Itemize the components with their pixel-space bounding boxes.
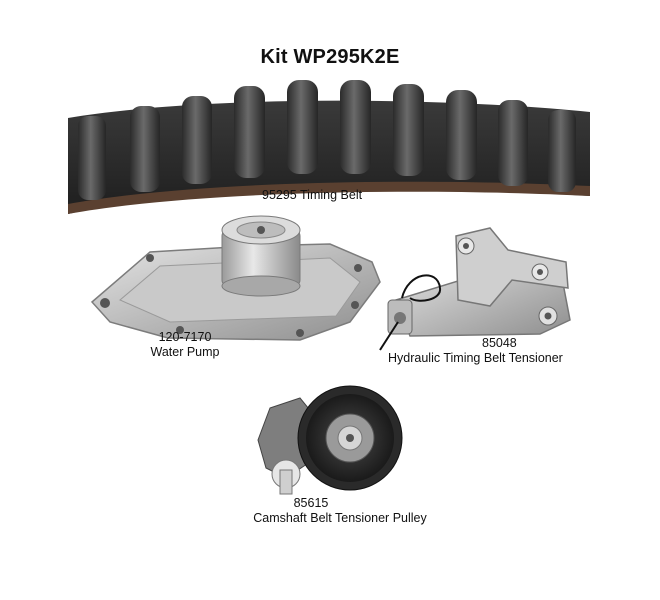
water-pump-image [90, 215, 381, 341]
tensioner-pulley-image [257, 385, 403, 495]
kit-title: Kit WP295K2E [260, 46, 400, 68]
tensioner-pulley-label: 85615 Camshaft Belt Tensioner Pulley [220, 496, 460, 526]
timing-belt-image [68, 80, 590, 214]
timing-belt-number: 95295 [262, 188, 297, 202]
water-pump-number: 120-7170 [158, 330, 212, 344]
hydraulic-tensioner-image [379, 227, 571, 351]
tensioner-pulley-number: 85615 [293, 496, 329, 510]
timing-belt-name: Timing Belt [300, 188, 363, 202]
hydraulic-tensioner-name: Hydraulic Timing Belt Tensioner [388, 351, 563, 365]
tensioner-pulley-name: Camshaft Belt Tensioner Pulley [253, 511, 427, 525]
water-pump-name: Water Pump [150, 345, 220, 359]
timing-belt-label: 95295 Timing Belt [262, 188, 362, 203]
hydraulic-tensioner-label: 85048 Hydraulic Timing Belt Tensioner [388, 336, 563, 366]
hydraulic-tensioner-number: 85048 [482, 336, 517, 350]
water-pump-label: 120-7170 Water Pump [130, 330, 240, 360]
